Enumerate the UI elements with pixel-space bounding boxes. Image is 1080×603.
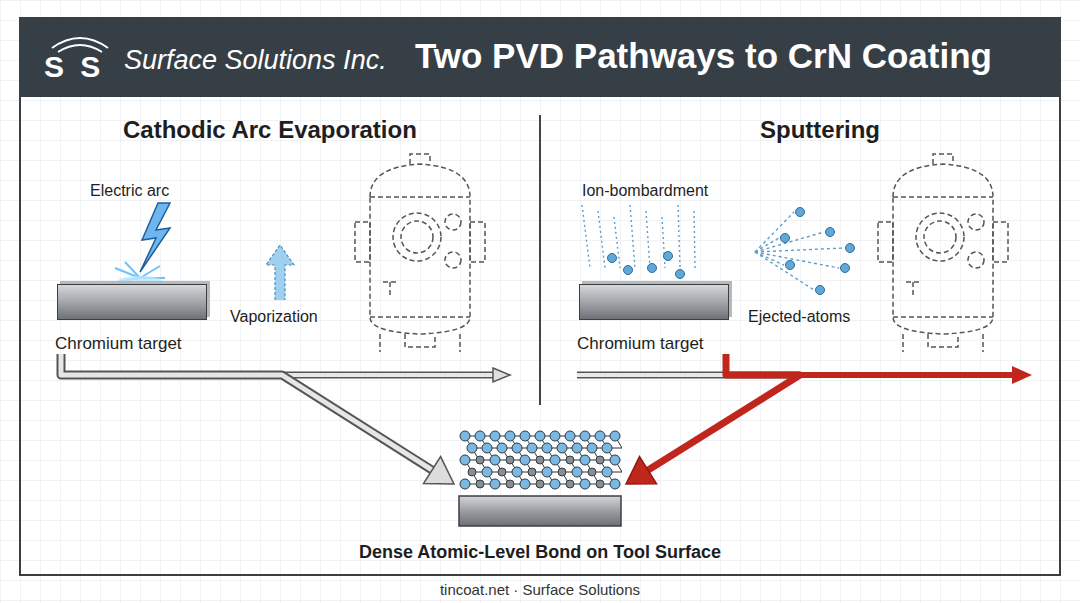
- coated-plate: [458, 428, 622, 528]
- label: Vaporization: [230, 308, 318, 326]
- label: Cathodic Arc Evaporation: [123, 116, 417, 144]
- label: Surface Solutions Inc.: [124, 45, 387, 76]
- label: Ejected-atoms: [748, 308, 850, 326]
- coated-tool: Dense Atomic-Level Bond on Tool Surface: [340, 428, 740, 563]
- target-label: Chromium target: [577, 334, 732, 354]
- grey-flow-arrow: [61, 354, 454, 484]
- target-label: Chromium target: [55, 334, 210, 354]
- label: Sputtering: [760, 116, 880, 144]
- label: Electric arc: [90, 182, 169, 200]
- red-flow-arrow: [626, 354, 800, 484]
- atom-lattice: [458, 428, 622, 528]
- coating-caption: Dense Atomic-Level Bond on Tool Surface: [340, 542, 740, 563]
- label: Ion-bombardment: [582, 182, 708, 200]
- caption: tincoat.net · Surface Solutions: [0, 581, 1080, 598]
- chromium-target: Chromium target: [55, 284, 210, 354]
- target-block: [57, 284, 207, 320]
- label: S S: [44, 50, 104, 84]
- title: Two PVD Pathways to CrN Coating: [415, 36, 992, 76]
- target-block: [579, 284, 729, 320]
- chromium-target: Chromium target: [577, 284, 732, 354]
